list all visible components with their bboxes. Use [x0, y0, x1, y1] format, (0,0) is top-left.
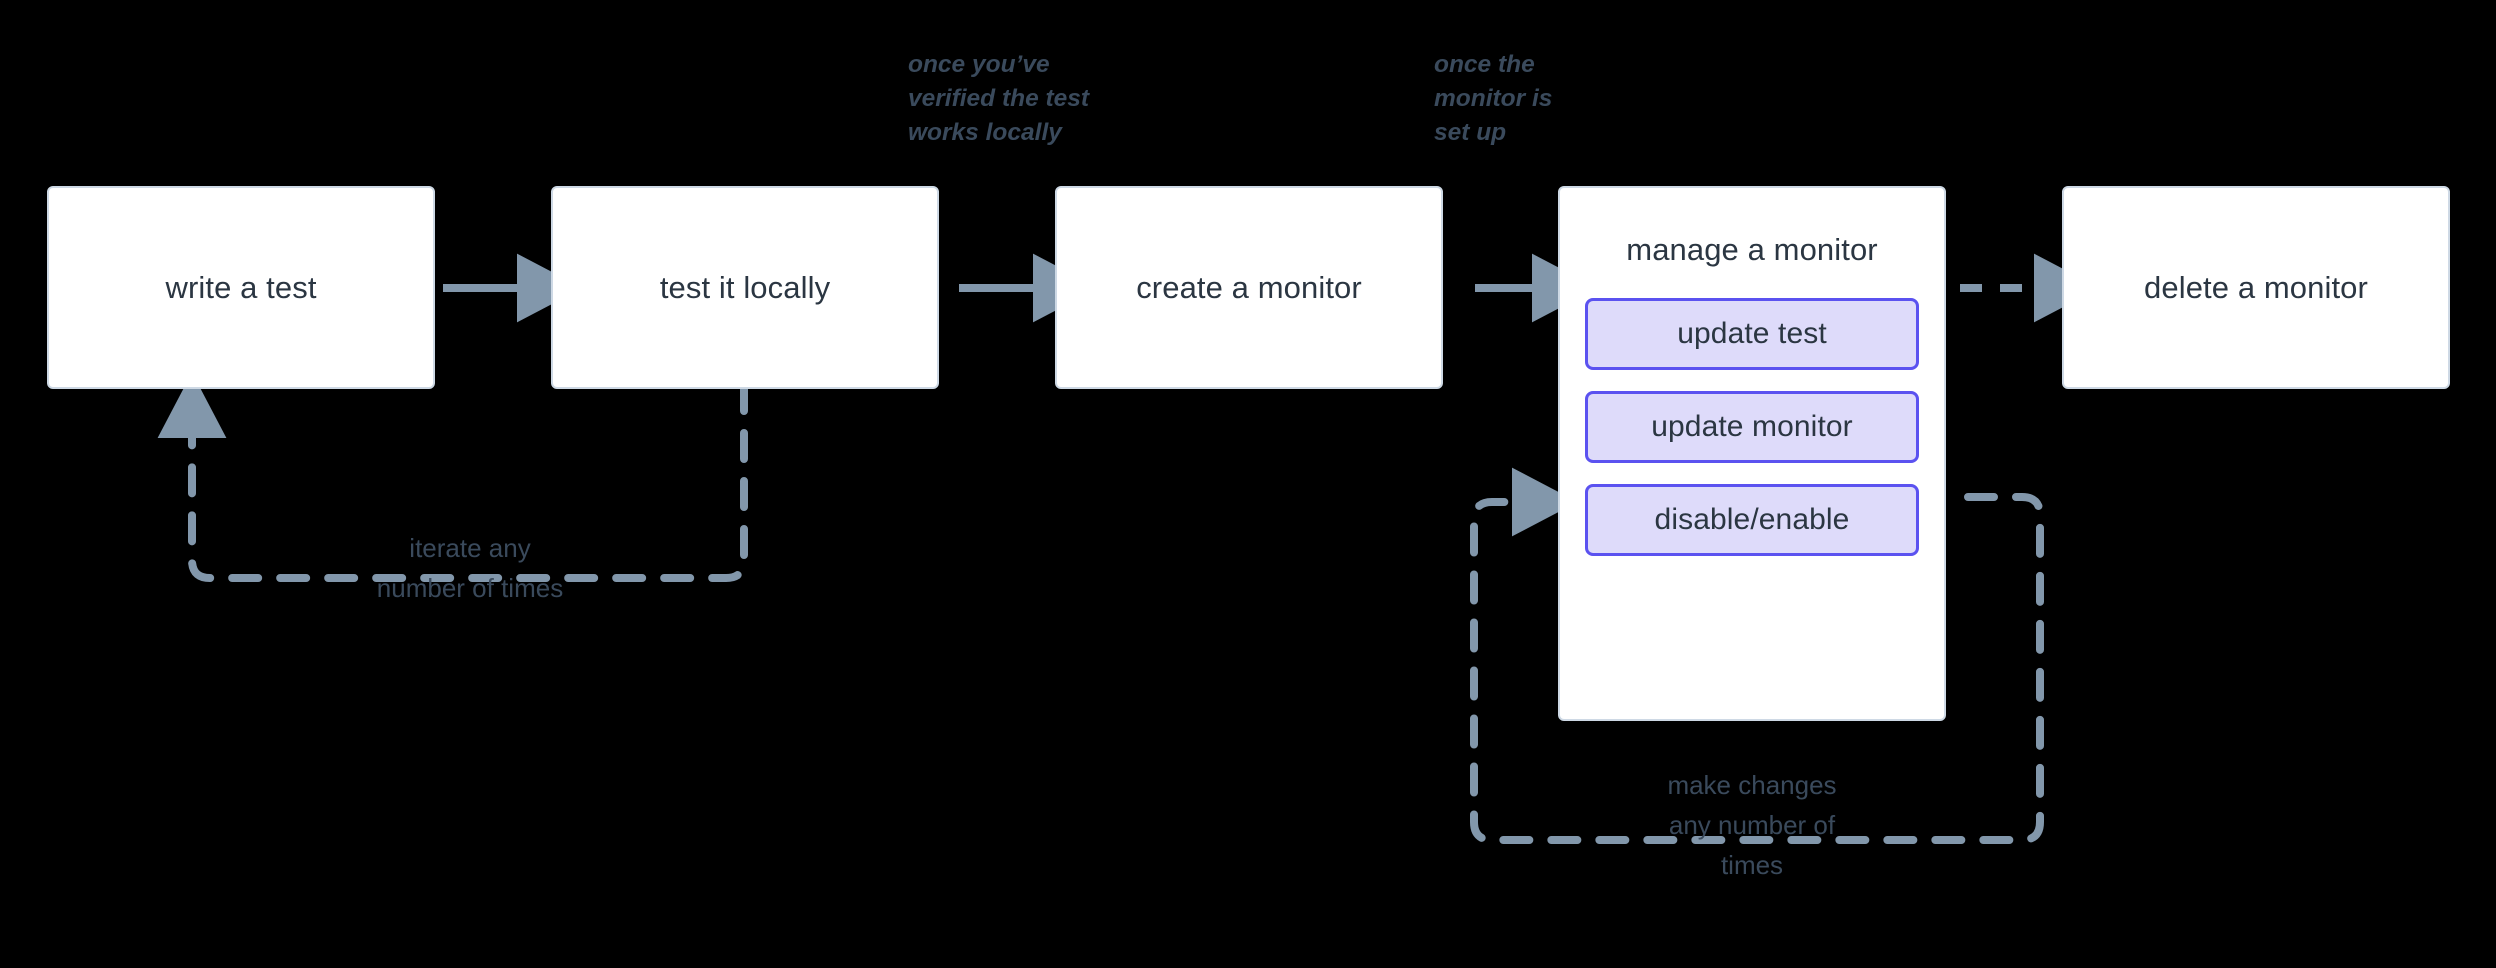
node-write-a-test[interactable]: write a test — [47, 186, 435, 389]
subnode-label: disable/enable — [1654, 503, 1850, 536]
node-label: manage a monitor — [1626, 232, 1878, 267]
node-label: delete a monitor — [2144, 269, 2368, 305]
manage-subitem-list: update test update monitor disable/enabl… — [1585, 298, 1919, 556]
node-delete-a-monitor[interactable]: delete a monitor — [2062, 186, 2450, 389]
node-label: write a test — [165, 269, 317, 305]
node-create-a-monitor[interactable]: create a monitor — [1055, 186, 1443, 389]
subnode-label: update test — [1677, 317, 1827, 350]
loop-label-make-changes: make changes any number of times — [1667, 770, 1837, 880]
subnode-disable-enable[interactable]: disable/enable — [1585, 484, 1919, 556]
subnode-label: update monitor — [1651, 410, 1853, 443]
node-test-it-locally[interactable]: test it locally — [551, 186, 939, 389]
node-manage-a-monitor[interactable]: manage a monitor update test update moni… — [1558, 186, 1946, 721]
subnode-update-test[interactable]: update test — [1585, 298, 1919, 370]
node-label: test it locally — [659, 269, 831, 305]
node-label: create a monitor — [1136, 269, 1362, 305]
note-verified-works-locally: once you’ve verified the test works loca… — [908, 51, 1090, 146]
loop-label-iterate: iterate any number of times — [376, 533, 564, 603]
subnode-update-monitor[interactable]: update monitor — [1585, 391, 1919, 463]
note-monitor-set-up: once the monitor is set up — [1434, 51, 1553, 146]
